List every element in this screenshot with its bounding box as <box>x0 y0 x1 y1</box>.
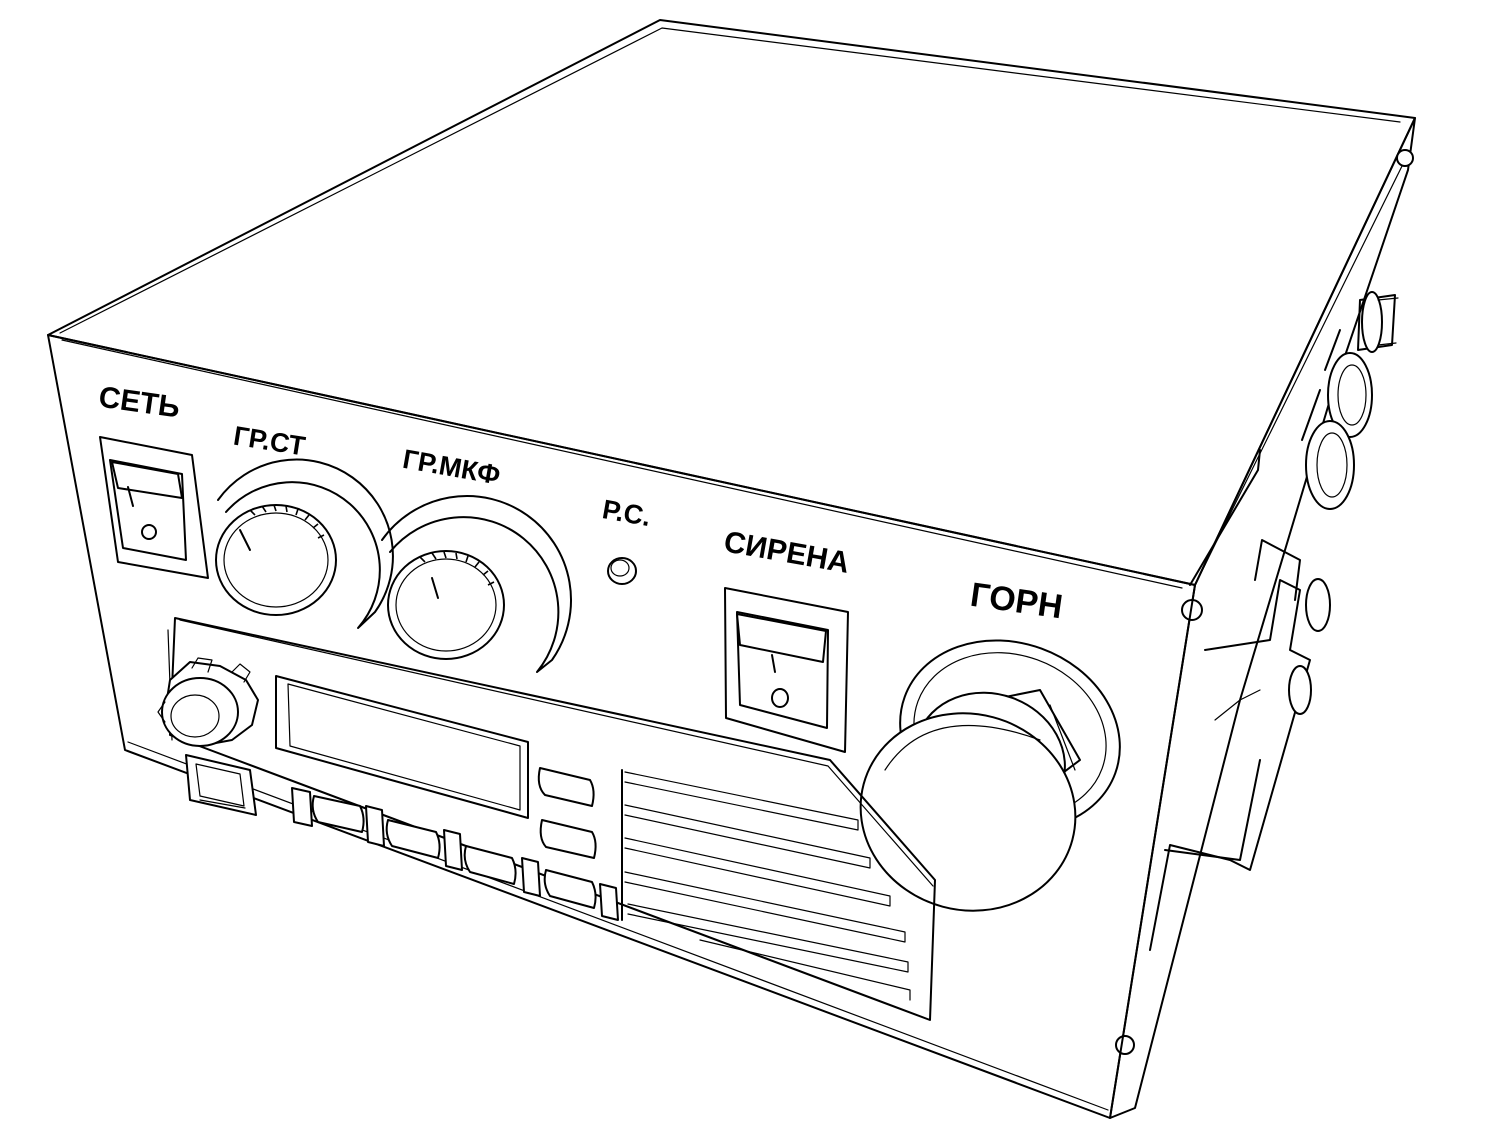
radio-button-up[interactable] <box>537 767 595 807</box>
radio-button-2[interactable] <box>311 795 365 833</box>
mic-knob-pointer <box>431 577 439 599</box>
radio-button-5[interactable] <box>443 829 463 871</box>
rear-connector-round-2 <box>1301 389 1355 510</box>
radio-button-1[interactable] <box>291 787 313 827</box>
radio-led-label: Р.С. <box>600 494 653 532</box>
siren-label: СИРЕНА <box>721 525 851 579</box>
rear-connector-round-1 <box>1324 329 1373 438</box>
speaker-knob-knurl <box>249 504 325 539</box>
mic-volume-knob[interactable] <box>381 494 572 673</box>
radio-indicator-led <box>607 557 637 585</box>
radio-soft-buttons <box>291 767 619 921</box>
radio-power-button[interactable] <box>185 754 257 816</box>
radio-display <box>275 675 529 819</box>
siren-switch-rocker-icon <box>771 654 789 708</box>
siren-switch[interactable] <box>724 587 849 753</box>
side-mounting-bracket <box>1149 449 1311 951</box>
power-switch[interactable] <box>99 436 209 579</box>
case-top <box>47 19 1416 586</box>
radio-button-down[interactable] <box>539 819 597 859</box>
speaker-knob-pointer <box>239 529 251 551</box>
power-label: СЕТЬ <box>97 381 182 425</box>
case-front-panel <box>47 334 1196 1119</box>
power-switch-rocker-icon <box>127 486 157 540</box>
radio-button-4[interactable] <box>385 819 441 859</box>
rear-connector-top <box>1357 291 1399 353</box>
rear-connector-small <box>1288 578 1331 715</box>
speaker-volume-label: ГР.СТ <box>231 421 307 462</box>
horn-button[interactable] <box>838 610 1146 934</box>
mic-knob-knurl <box>419 551 495 586</box>
mic-volume-label: ГР.МКФ <box>400 444 502 491</box>
radio-volume-knob[interactable] <box>157 657 259 747</box>
radio-button-3[interactable] <box>365 805 385 847</box>
radio-button-8[interactable] <box>543 869 597 909</box>
case-right-side <box>1109 117 1416 1119</box>
radio-button-9[interactable] <box>599 883 619 921</box>
horn-label: ГОРН <box>968 576 1065 627</box>
radio-button-7[interactable] <box>521 857 541 897</box>
speaker-volume-knob[interactable] <box>215 458 394 629</box>
radio-button-6[interactable] <box>463 845 517 885</box>
radio-speaker-grille <box>621 769 911 1001</box>
